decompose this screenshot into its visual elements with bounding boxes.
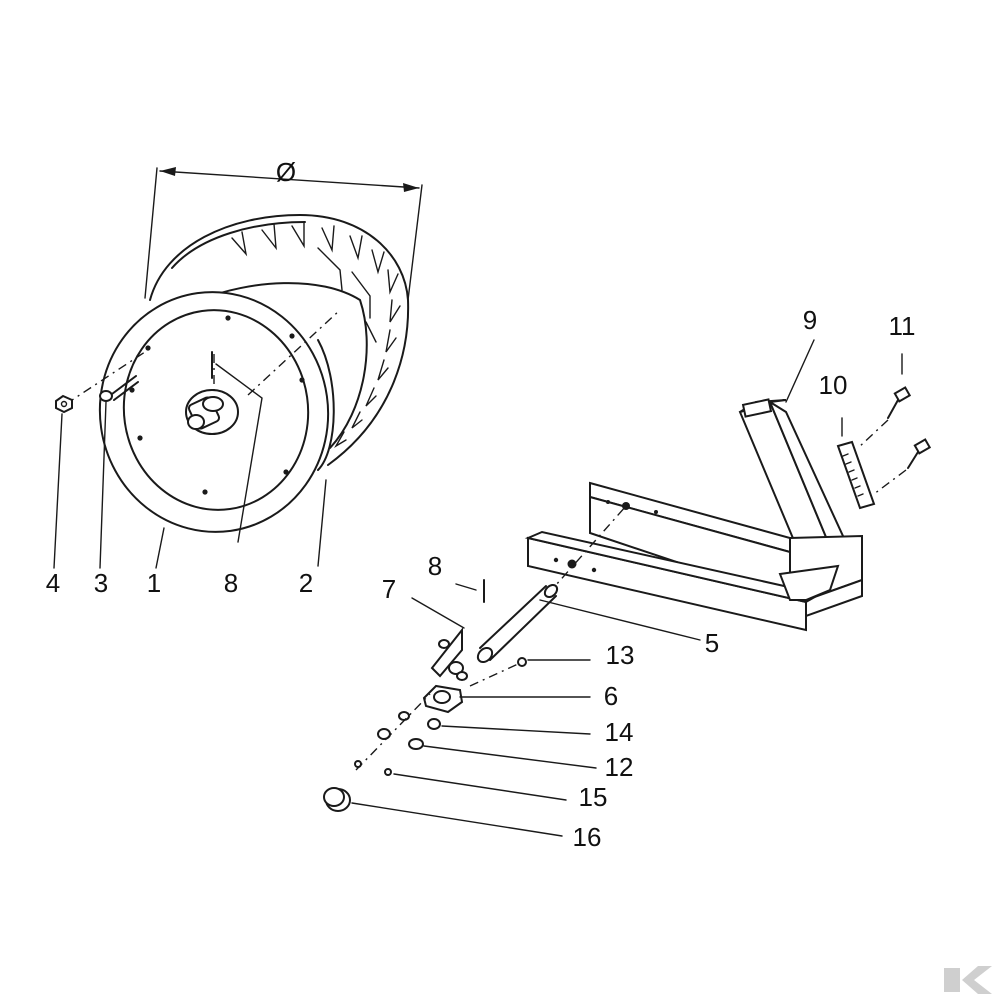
- callout-9: 9: [803, 305, 817, 335]
- bolts-11: [857, 353, 932, 495]
- frame: [524, 339, 863, 641]
- callout-8-wheel: 8: [224, 568, 238, 598]
- end-cap: [323, 787, 563, 837]
- callout-13: 13: [606, 640, 635, 670]
- wheel-rim: [98, 291, 335, 533]
- watermark-logo: [944, 966, 992, 994]
- callout-6: 6: [604, 681, 618, 711]
- callout-14: 14: [605, 717, 634, 747]
- wheel-pin: [211, 351, 263, 543]
- callout-8-axle: 8: [428, 551, 442, 581]
- callout-5: 5: [705, 628, 719, 658]
- callout-1: 1: [147, 568, 161, 598]
- callout-16: 16: [573, 822, 602, 852]
- callout-15: 15: [579, 782, 608, 812]
- diameter-dimension: Ø: [144, 157, 423, 301]
- nut-4: [53, 394, 73, 569]
- leader-1: [155, 527, 165, 569]
- callout-7: 7: [382, 574, 396, 604]
- callout-10: 10: [819, 370, 848, 400]
- axle-shaft: [476, 583, 559, 664]
- bearing-bracket: [411, 597, 591, 714]
- tire: [149, 214, 410, 466]
- axle-pin: [455, 579, 485, 603]
- hardware: [354, 657, 597, 801]
- callout-3: 3: [94, 568, 108, 598]
- callout-12: 12: [605, 752, 634, 782]
- callout-4: 4: [46, 568, 60, 598]
- callout-2: 2: [299, 568, 313, 598]
- leader-2: [317, 479, 327, 567]
- callout-11: 11: [889, 311, 916, 341]
- callout-labels: 1 2 3 4 5 6 7 8 8 9 10 11 12 13 14 15 16: [46, 305, 916, 852]
- bolt-3: [99, 375, 139, 569]
- rim-assembly-lines: [65, 309, 341, 405]
- scale-10: [836, 417, 876, 510]
- diameter-symbol: Ø: [276, 157, 296, 187]
